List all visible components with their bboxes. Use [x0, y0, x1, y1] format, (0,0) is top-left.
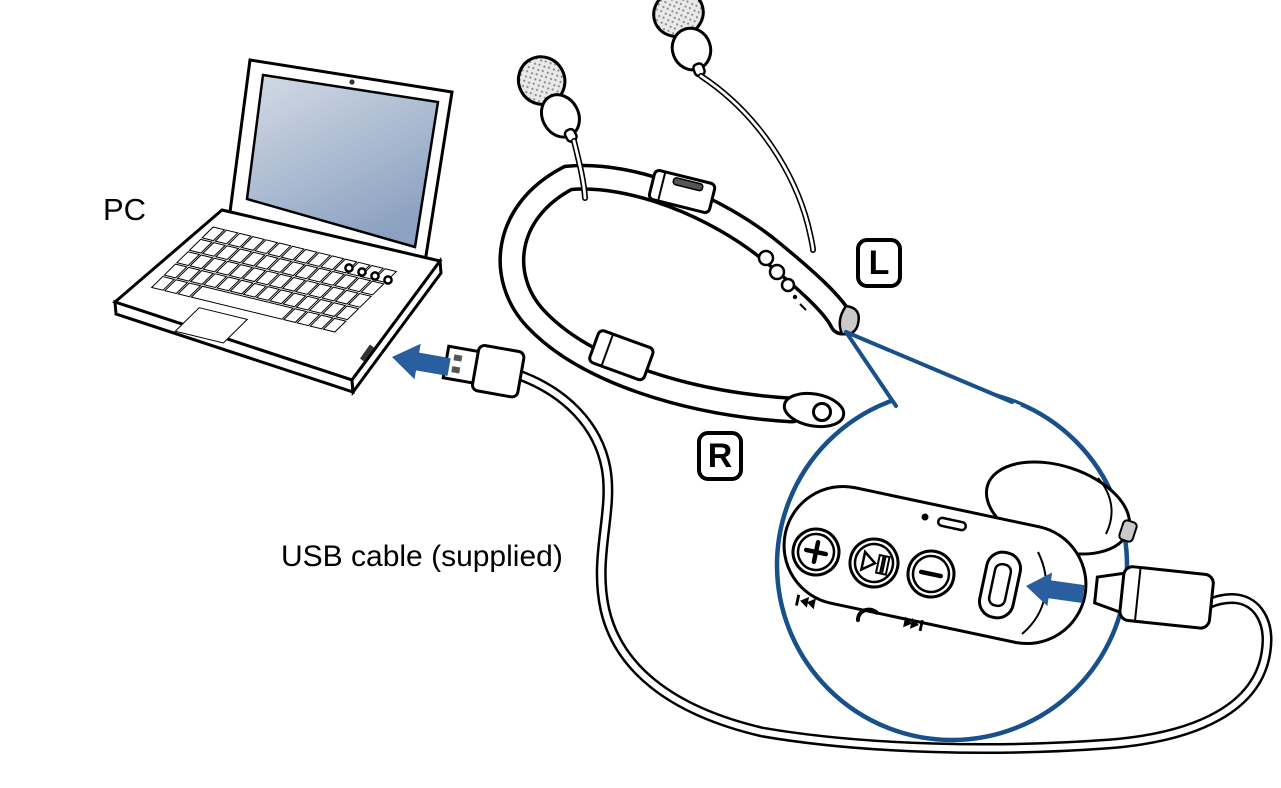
- neckband: [498, 163, 856, 424]
- usb-cable-label: USB cable (supplied): [281, 540, 563, 573]
- band-module-right: [588, 329, 655, 382]
- usb-a-pin-hole: [453, 354, 463, 362]
- left-marker-label: L: [868, 243, 890, 282]
- laptop-screen: [228, 58, 454, 264]
- webcam-icon: [349, 79, 355, 85]
- microphone-hole-icon: [921, 513, 929, 521]
- laptop-display: [245, 73, 440, 249]
- laptop: [115, 58, 454, 392]
- usb-cable: [513, 369, 1273, 754]
- play-pause-button: [848, 537, 900, 589]
- callout-pointer: [844, 330, 898, 408]
- callout-arrow-icon: [1026, 572, 1085, 607]
- left-earbud: [516, 55, 581, 143]
- laptop-deck-buttons: [344, 263, 393, 285]
- indicator-slot: [936, 516, 968, 532]
- minus-icon: [918, 569, 944, 579]
- right-marker-badge: R: [697, 431, 743, 481]
- laptop-base: [115, 210, 441, 392]
- right-earbud: [652, 0, 713, 78]
- volume-minus-button: [906, 549, 956, 599]
- module-slot: [672, 177, 704, 192]
- usb-a-connector: [441, 344, 526, 399]
- keyboard-keys: [152, 227, 397, 332]
- micro-usb-plug: [1093, 565, 1215, 630]
- right-marker-label: R: [707, 436, 733, 475]
- band-control-buttons: [757, 249, 807, 311]
- phone-icon: [855, 607, 879, 622]
- neckband-headset: [498, 0, 860, 429]
- play-pause-icon: [859, 549, 891, 576]
- micro-usb-port: [977, 550, 1023, 620]
- callout: [774, 330, 1138, 743]
- magnified-control-unit: [782, 460, 1138, 646]
- next-track-icon: [903, 616, 924, 632]
- volume-plus-button: [791, 527, 841, 577]
- usb-arrow-icon: [392, 343, 451, 380]
- left-marker-badge: L: [856, 238, 902, 288]
- previous-track-icon: [795, 594, 816, 610]
- usb-port-slot: [359, 344, 375, 362]
- pc-label: PC: [103, 192, 147, 227]
- band-module-left: [647, 169, 717, 214]
- usb-a-pin-hole: [451, 366, 461, 374]
- right-arm-tip: [782, 391, 846, 429]
- cover-hinge-tab: [1118, 519, 1138, 543]
- port-cover-tab: [838, 304, 860, 336]
- touchpad: [175, 308, 247, 343]
